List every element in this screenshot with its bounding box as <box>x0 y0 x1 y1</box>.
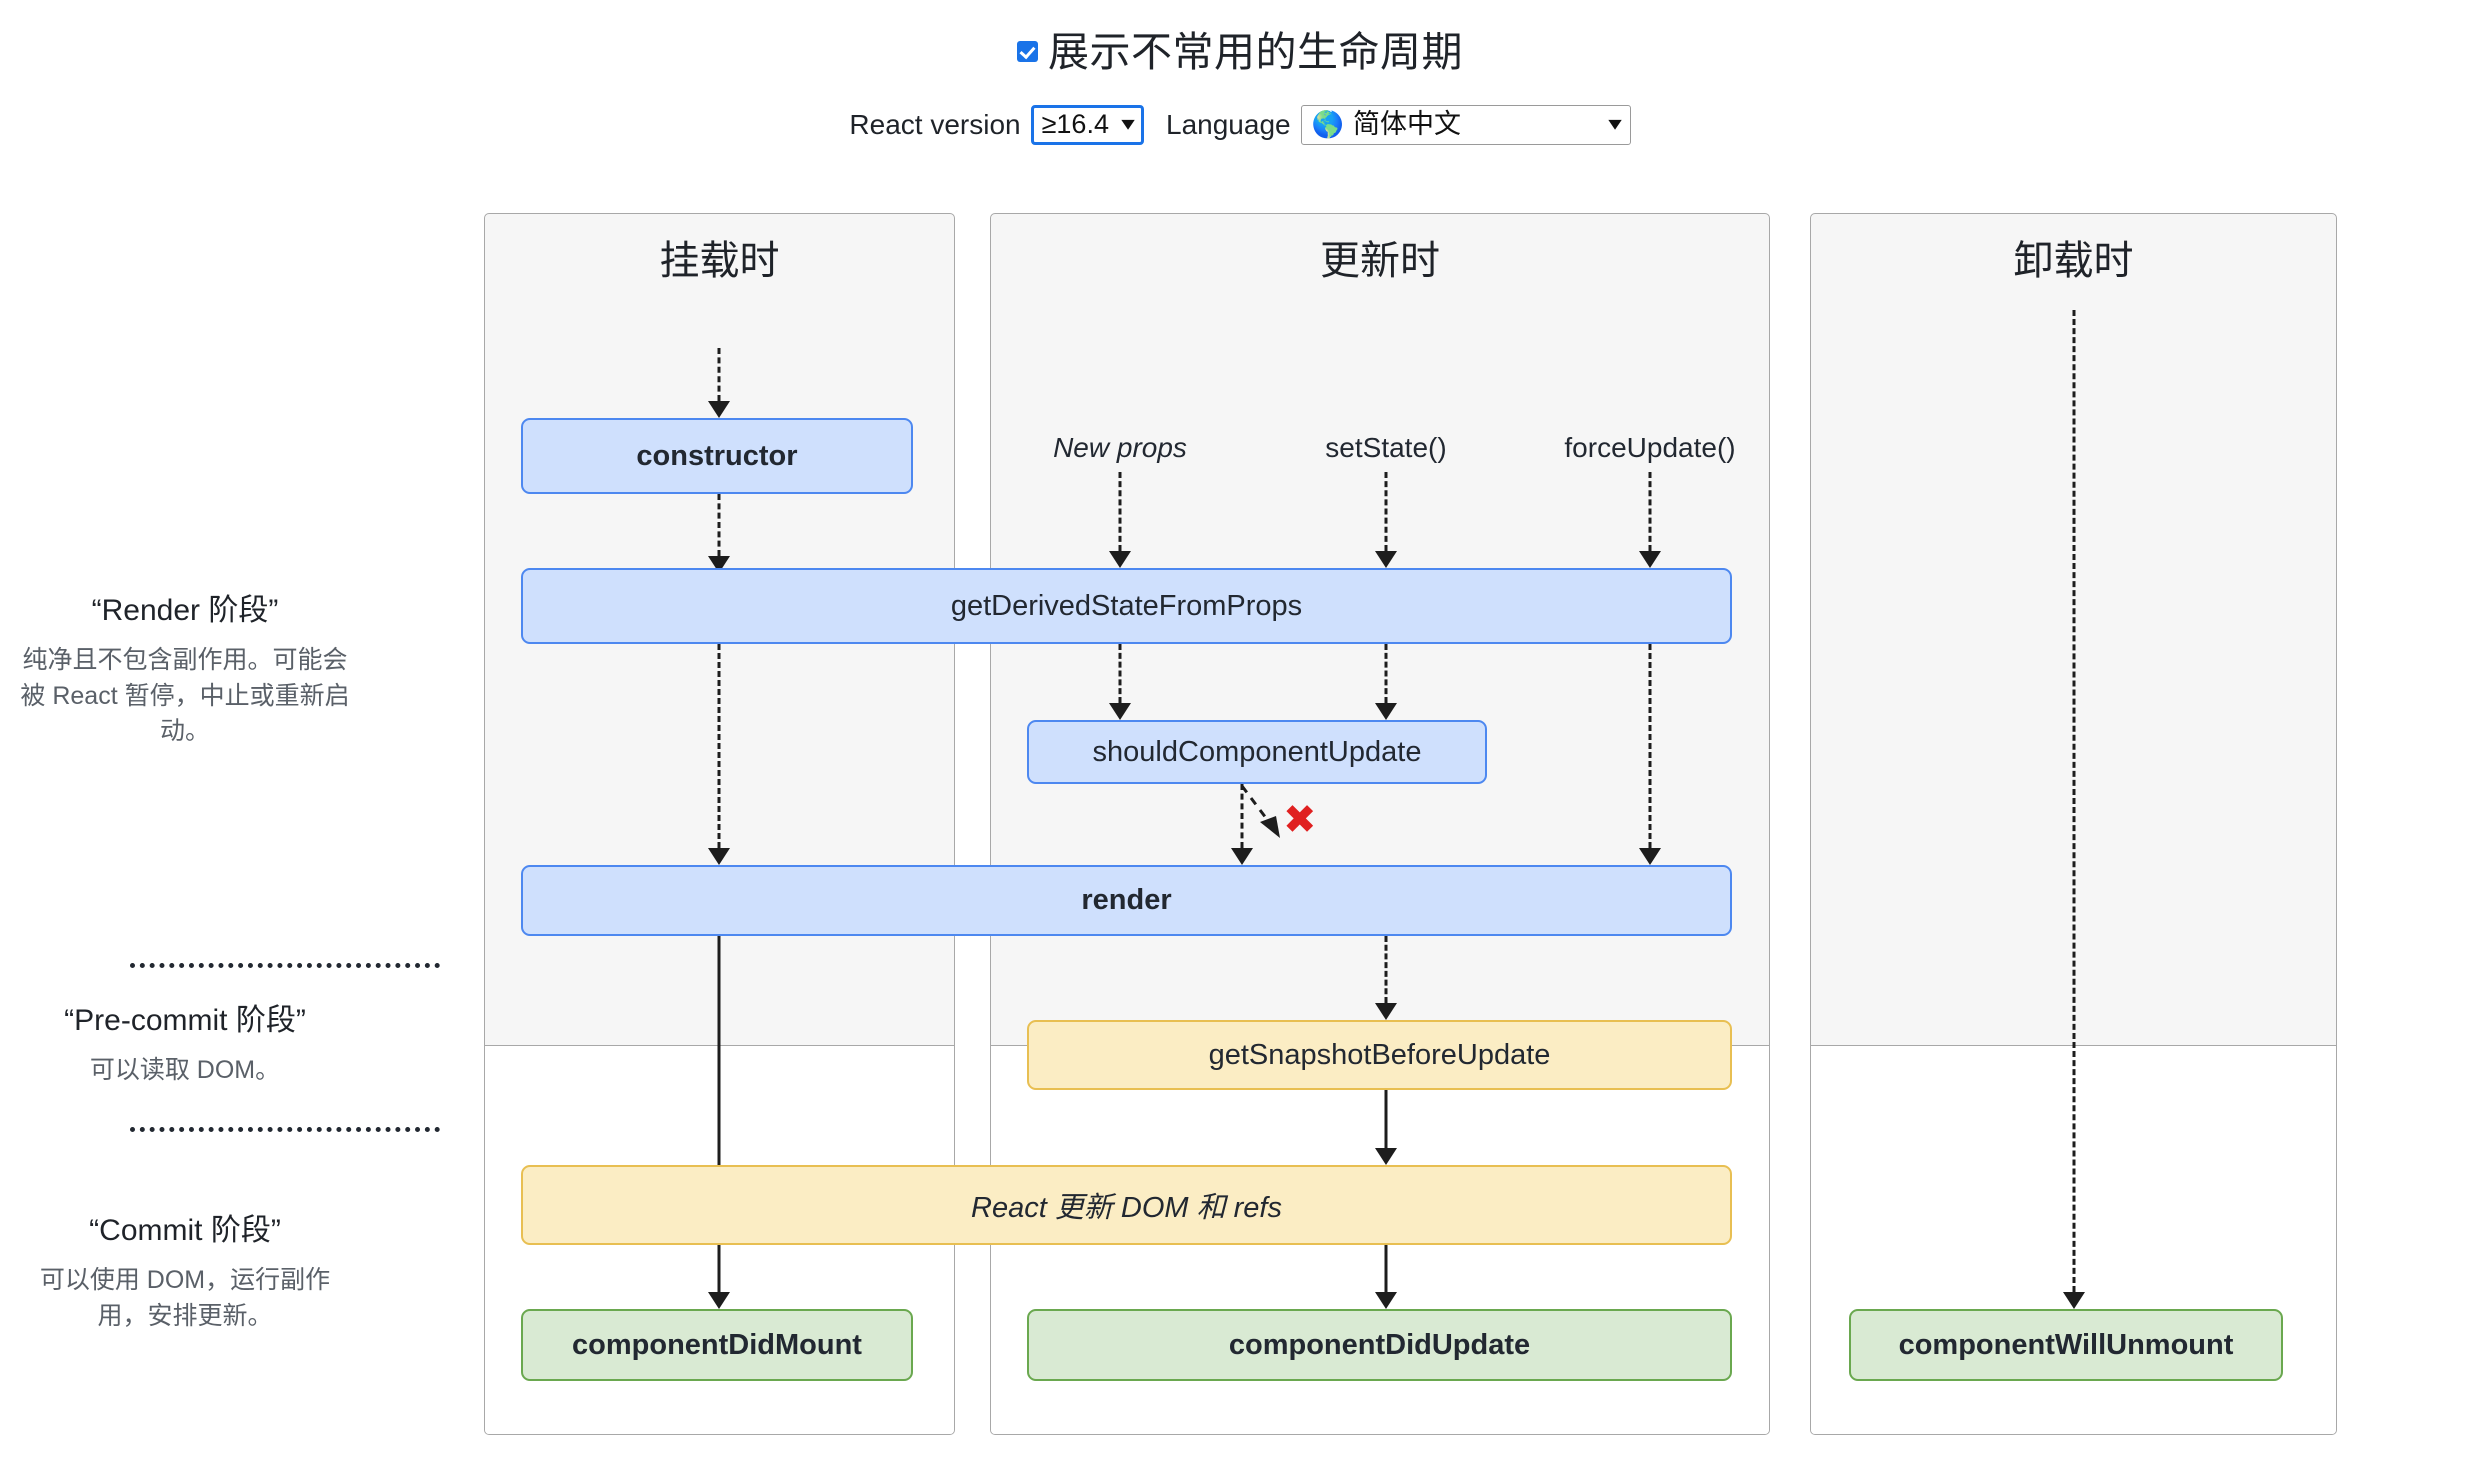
react-version-value: ≥16.4 <box>1041 108 1109 139</box>
column-header-mounting: 挂载时 <box>659 239 780 283</box>
column-header-updating: 更新时 <box>1320 239 1440 283</box>
phase-description: 可以读取 DOM。 <box>89 1056 281 1084</box>
chevron-down-icon: ▾ <box>1607 113 1622 135</box>
phase-label-commit: “Commit 阶段” 可以使用 DOM，运行副作用，安排更新。 <box>20 1205 350 1334</box>
node-component-did-mount[interactable]: componentDidMount <box>521 1309 913 1381</box>
arrow-to-will-unmount <box>2062 310 2086 1309</box>
react-version-label: React version <box>849 109 1021 140</box>
react-version-control: React version ≥16.4 ▾ <box>849 105 1145 145</box>
phase-label-pre-commit: “Pre-commit 阶段” 可以读取 DOM。 <box>20 995 350 1089</box>
language-label: Language <box>1166 109 1291 140</box>
trigger-new-props: New props <box>1053 432 1187 463</box>
language-value: 简体中文 <box>1352 108 1461 139</box>
phase-description: 纯净且不包含副作用。可能会被 React 暂停，中止或重新启动。 <box>20 646 350 745</box>
language-select[interactable]: 🌎 简体中文 ▾ <box>1300 105 1631 145</box>
trigger-set-state: setState() <box>1325 432 1447 463</box>
arrow-set-state-to-gdsfp <box>1374 472 1398 568</box>
trigger-force-update: forceUpdate() <box>1564 432 1736 463</box>
arrow-get-snapshot-to-dom-update <box>1374 1090 1398 1165</box>
arrow-render-to-did-mount <box>707 936 731 1309</box>
node-render[interactable]: render <box>521 865 1732 936</box>
phase-description: 可以使用 DOM，运行副作用，安排更新。 <box>39 1266 331 1330</box>
arrow-render-to-get-snapshot <box>1374 936 1398 1020</box>
page-footer-partial <box>0 1476 2480 1482</box>
arrow-to-constructor <box>707 348 731 418</box>
phase-title: “Commit 阶段” <box>89 1214 281 1247</box>
arrow-force-update-down <box>1638 472 1662 568</box>
page-title-row: 展示不常用的生命周期 <box>0 18 2480 78</box>
language-control: Language 🌎 简体中文 ▾ <box>1166 105 1631 145</box>
arrow-new-props-to-gdsfp <box>1108 472 1132 568</box>
node-get-derived-state-from-props[interactable]: getDerivedStateFromProps <box>521 568 1732 644</box>
arrow-scu-skip-branch <box>1240 785 1280 838</box>
react-version-select[interactable]: ≥16.4 ▾ <box>1030 105 1145 145</box>
controls-row: React version ≥16.4 ▾ Language 🌎 简体中文 ▾ <box>0 105 2480 145</box>
phase-divider-bottom <box>130 1127 440 1132</box>
skip-render-mark: ✖ <box>1283 798 1317 842</box>
phase-divider-top <box>130 963 440 968</box>
arrow-gdsfp-to-render-mount <box>707 644 731 865</box>
arrow-dom-update-to-did-update <box>1374 1245 1398 1309</box>
node-constructor[interactable]: constructor <box>521 418 913 494</box>
chevron-down-icon: ▾ <box>1121 113 1135 135</box>
phase-title: “Render 阶段” <box>91 594 279 627</box>
arrow-constructor-to-gdsfp <box>707 494 731 573</box>
arrow-scu-to-render <box>1230 784 1254 865</box>
column-header-unmounting: 卸载时 <box>2013 239 2134 283</box>
node-component-did-update[interactable]: componentDidUpdate <box>1027 1309 1732 1381</box>
page-title: 展示不常用的生命周期 <box>1048 29 1463 75</box>
node-react-updates-dom-and-refs[interactable]: React 更新 DOM 和 refs <box>521 1165 1732 1245</box>
show-less-common-lifecycles-checkbox[interactable] <box>1017 40 1038 62</box>
node-get-snapshot-before-update[interactable]: getSnapshotBeforeUpdate <box>1027 1020 1732 1090</box>
arrow-gdsfp-to-scu-right <box>1374 644 1398 720</box>
arrow-force-update-to-render <box>1638 644 1662 865</box>
globe-icon: 🌎 <box>1311 108 1344 139</box>
phase-title: “Pre-commit 阶段” <box>64 1004 306 1037</box>
node-component-will-unmount[interactable]: componentWillUnmount <box>1849 1309 2283 1381</box>
arrow-gdsfp-to-scu-left <box>1108 644 1132 720</box>
phase-label-render: “Render 阶段” 纯净且不包含副作用。可能会被 React 暂停，中止或重… <box>20 585 350 750</box>
node-should-component-update[interactable]: shouldComponentUpdate <box>1027 720 1487 784</box>
